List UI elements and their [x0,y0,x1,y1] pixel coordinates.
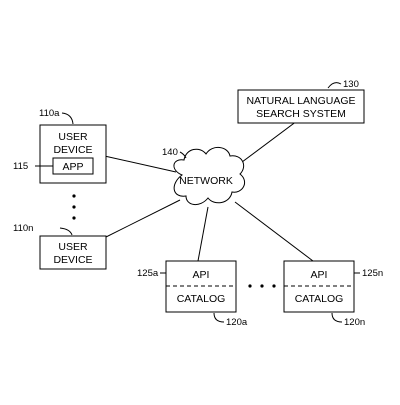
catalog-a-ref-leader [213,312,225,323]
catalog-n-api-label: API [311,269,328,281]
catalog-a-catalog-label: CATALOG [177,293,226,305]
catalog-n-ref: 120n [344,317,365,328]
connections [99,117,314,262]
user-device-a-ref-leader [61,112,74,125]
network-ref: 140 [162,147,178,158]
link-user-device-n-network [99,199,181,241]
user-device-a-label-line2: DEVICE [53,144,92,156]
ellipsis-dot [272,284,276,288]
search-system-box [237,89,365,124]
catalog-a-api-label: API [193,269,210,281]
ellipsis-dot [72,205,76,209]
search-system-ref-leader [327,82,342,89]
link-network-catalog-a [197,206,209,262]
app-label: APP [62,161,83,173]
link-network-catalog-n [234,201,314,262]
ellipsis-dot [260,284,264,288]
catalog-n-ref-leader [331,312,343,323]
user-device-a-ref: 110a [39,108,60,119]
network-ref-leader [179,151,187,159]
user-device-n-ref: 110n [13,223,33,234]
catalog-n-node: API CATALOG 125n 120n [283,260,383,328]
catalog-ellipsis [248,284,276,288]
user-device-n-node: USER DEVICE 110n [13,223,107,270]
link-user-device-a-network [99,154,177,173]
search-system-ref: 130 [343,79,359,90]
user-device-a-node: USER DEVICE APP 115 110a [13,108,107,184]
ellipsis-dot [72,216,76,220]
catalog-n-api-ref: 125n [362,268,383,279]
user-device-n-label-line1: USER [58,241,88,253]
app-ref: 115 [13,161,28,172]
ellipsis-dot [72,194,76,198]
catalog-a-ref: 120a [226,317,248,328]
catalog-a-api-ref: 125a [137,268,159,279]
search-system-label-line2: SEARCH SYSTEM [256,108,346,120]
user-device-n-label-line2: DEVICE [53,254,92,266]
catalog-a-node: API CATALOG 125a 120a [137,260,248,328]
search-system-node: NATURAL LANGUAGE SEARCH SYSTEM 130 [237,79,365,124]
search-system-label-line1: NATURAL LANGUAGE [246,95,355,107]
user-device-a-label-line1: USER [58,131,88,143]
user-device-ellipsis [72,194,76,220]
user-device-n-ref-leader [59,227,73,236]
network-label: NETWORK [179,175,233,187]
network-node: NETWORK 140 [162,147,245,205]
network-cloud-shape [173,147,245,205]
catalog-n-catalog-label: CATALOG [295,293,344,305]
link-network-search-system [233,117,302,169]
user-device-n-box [39,235,107,270]
ellipsis-dot [248,284,252,288]
